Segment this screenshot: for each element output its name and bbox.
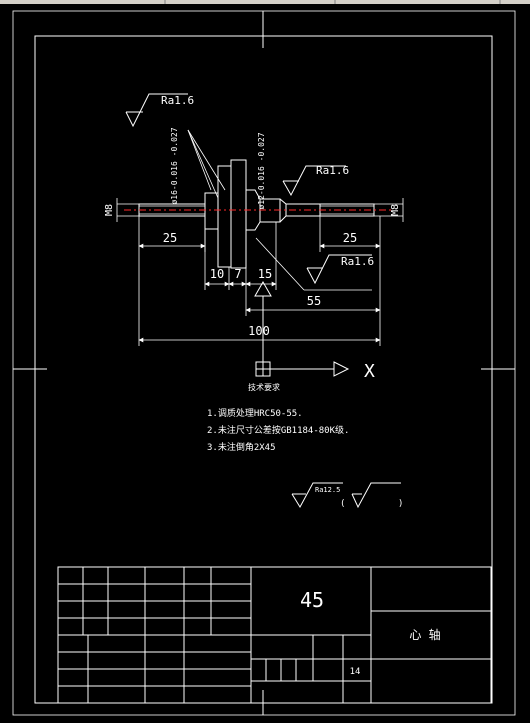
- requirement-line-1: 1.调质处理HRC50-55.: [207, 407, 303, 419]
- tolerance-label-center: ø12-0.016 -0.027: [257, 132, 266, 209]
- roughness-symbol-shoulder: [255, 237, 372, 291]
- roughness-label-right: Ra1.6: [316, 164, 349, 177]
- sheet-cell: 14: [350, 667, 361, 677]
- general-roughness-paren-open: (: [340, 499, 345, 509]
- material-value: 45: [300, 588, 324, 612]
- dim-text-100: 100: [248, 324, 270, 338]
- roughness-symbol-top-left: [125, 93, 226, 199]
- part-name: 心 轴: [409, 627, 440, 642]
- thread-label-right: M8: [390, 204, 401, 216]
- dim-text-7: 7: [234, 267, 241, 281]
- top-scrollbar[interactable]: [0, 0, 530, 4]
- centering-marks: [13, 11, 515, 715]
- title-block: [57, 566, 492, 704]
- requirement-line-2: 2.未注尺寸公差按GB1184-80K级.: [207, 424, 349, 436]
- general-roughness-label: Ra12.5: [315, 486, 340, 494]
- dim-text-10: 10: [210, 267, 224, 281]
- dim-55: [245, 252, 381, 346]
- dim-text-left-25: 25: [163, 231, 177, 245]
- general-roughness-paren-close: ): [398, 499, 403, 509]
- dim-text-15: 15: [258, 267, 272, 281]
- thread-label-left: M8: [104, 204, 115, 216]
- left-journal: [204, 192, 219, 230]
- ucs-caption: 技术要求: [248, 382, 280, 392]
- requirement-line-3: 3.未注倒角2X45: [207, 441, 276, 453]
- sheet-trim-border: [12, 10, 516, 716]
- ucs-icon: [254, 280, 350, 377]
- roughness-label-shoulder: Ra1.6: [341, 255, 374, 268]
- dim-text-right-25: 25: [343, 231, 357, 245]
- axis-x-label: X: [364, 361, 375, 382]
- roughness-label-top-left: Ra1.6: [161, 94, 194, 107]
- dim-right-25: [319, 216, 381, 252]
- tolerance-label-left: ø16-0.016 -0.027: [170, 127, 179, 204]
- general-roughness-symbol: [291, 482, 401, 509]
- dim-100: [138, 252, 381, 346]
- dim-flange-chain: [204, 222, 277, 290]
- shaft-part[interactable]: [124, 159, 392, 269]
- dim-text-55: 55: [307, 294, 321, 308]
- flange: [230, 159, 247, 269]
- roughness-symbol-right-journal: [282, 165, 346, 197]
